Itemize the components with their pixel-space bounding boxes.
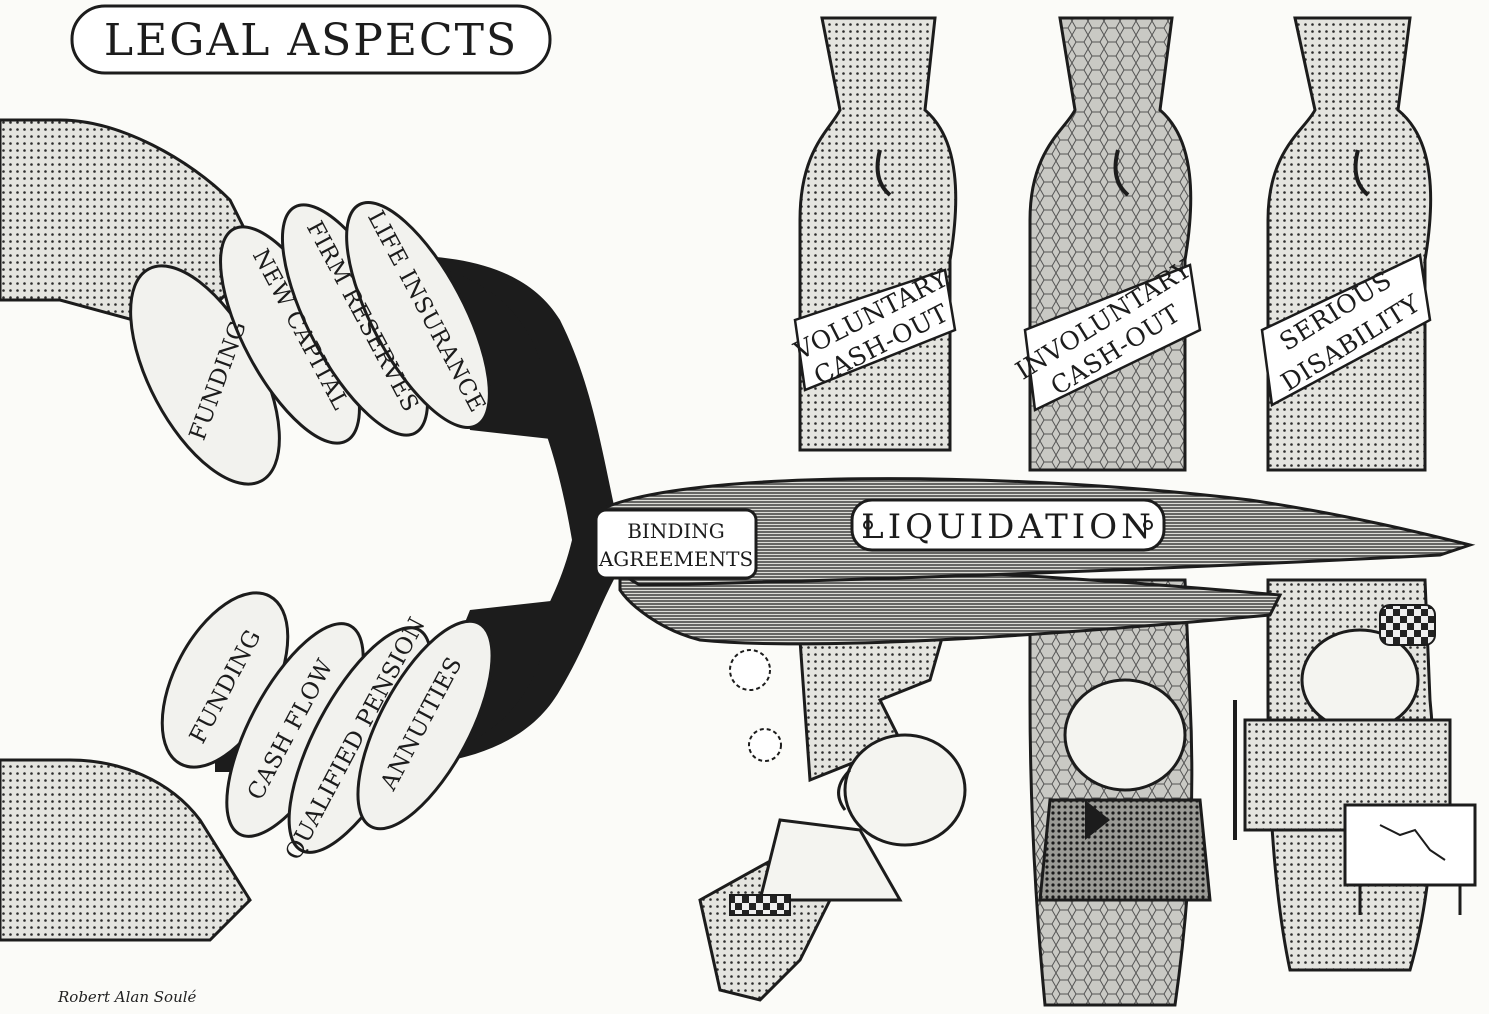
figure-relaxing-man <box>729 649 967 916</box>
blade-label: LIQUIDATION <box>861 507 1155 547</box>
lower-fist: FUNDING CASH FLOW QUALIFIED PENSION ANNU… <box>0 591 494 942</box>
title-banner: LEGAL ASPECTS <box>70 4 552 75</box>
bag-involuntary <box>1028 16 1193 472</box>
upper-fist: FUNDING NEW CAPITAL FIRM RESERVES LIFE I… <box>0 118 491 486</box>
figure-suited-man <box>1038 678 1212 902</box>
blade-label-plate: LIQUIDATION <box>850 498 1166 552</box>
page-title: LEGAL ASPECTS <box>104 15 518 66</box>
bag-disability <box>1266 16 1433 472</box>
rivet-label-line: BINDING <box>627 519 725 543</box>
artist-credit: Robert Alan Soulé <box>58 988 197 1006</box>
rivet-label-line: AGREEMENTS <box>598 547 753 571</box>
figure-sick-man <box>1233 604 1477 915</box>
rivet-plate: BINDING AGREEMENTS <box>594 508 758 580</box>
bag-involuntary-lower <box>1028 578 1194 1007</box>
